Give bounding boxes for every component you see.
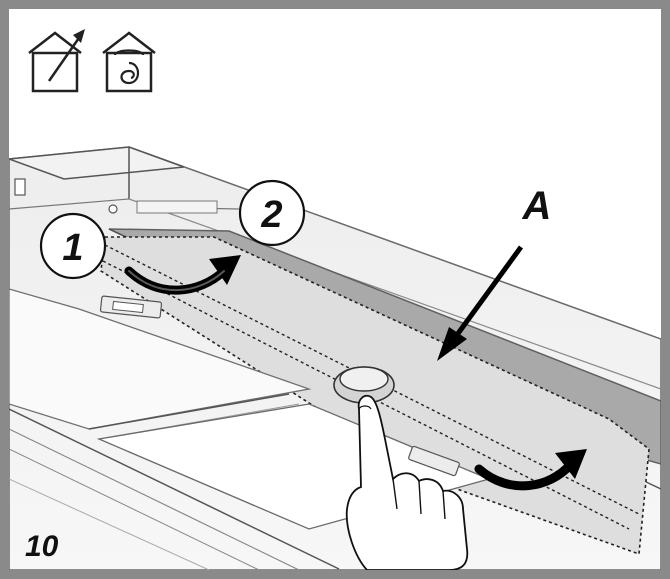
part-label-a: A: [522, 184, 552, 228]
pointer-arrow-a: [437, 245, 524, 361]
callout-2: 2: [238, 179, 306, 247]
house-ducted-exhaust-icon: [28, 29, 85, 93]
curved-arrow-right: [474, 449, 587, 491]
house-recirculation-icon: [102, 31, 156, 93]
installation-illustration: 1 2 A: [9, 29, 661, 570]
step-number: 10: [25, 530, 59, 563]
callout-2-label: 2: [260, 194, 282, 236]
filter-latch-knob: [333, 366, 395, 404]
callout-1: 1: [39, 212, 107, 280]
curved-arrow-left: [124, 255, 241, 295]
callout-1-label: 1: [62, 227, 83, 269]
hand-pressing: [345, 394, 469, 570]
